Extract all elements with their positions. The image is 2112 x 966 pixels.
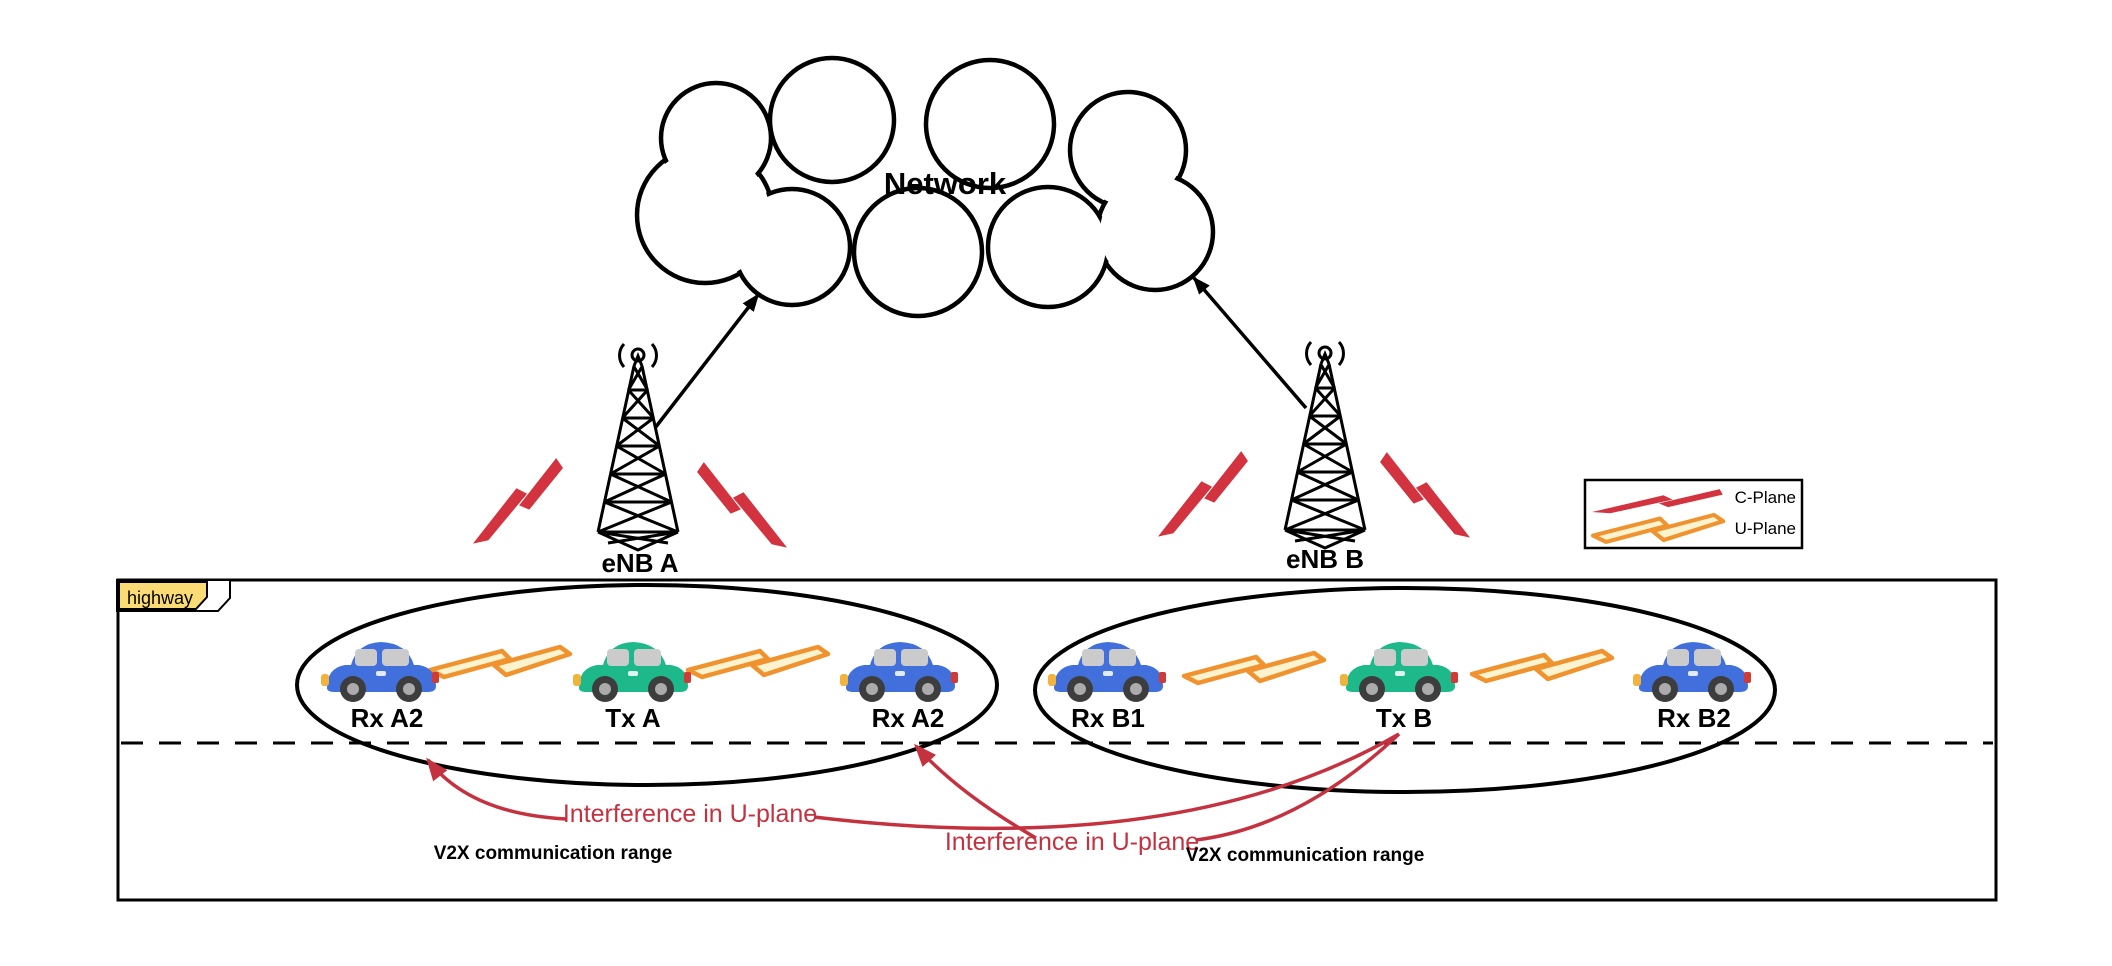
highway-tab xyxy=(118,581,208,610)
car-label-rx-a2-2: Rx A2 xyxy=(872,703,945,733)
legend-item-u-plane-label: U-Plane xyxy=(1735,519,1796,538)
backhaul-arrow-enb-a xyxy=(653,293,760,430)
interference-label-left: Interference in U-plane xyxy=(563,800,817,828)
v2x-range-ellipse-a xyxy=(295,583,999,787)
network-cloud: Network xyxy=(634,55,1216,319)
v2x-range-ellipse-b xyxy=(1033,586,1777,794)
network-label: Network xyxy=(884,166,1007,201)
interference-label-right: Interference in U-plane xyxy=(945,828,1199,856)
enb-b-label: eNB B xyxy=(1286,544,1364,574)
legend: C-Plane U-Plane xyxy=(1583,478,1804,550)
car-label-rx-b1: Rx B1 xyxy=(1071,703,1145,733)
interference-leader-from-tx-b-left xyxy=(813,732,1400,831)
interference-arrow-to-rx-a2-2 xyxy=(914,743,1037,840)
car-label-rx-a2-1: Rx A2 xyxy=(351,703,424,733)
vehicles: Rx A2 Tx A Rx A2 Rx B1 Tx B Rx B2 xyxy=(321,642,1751,733)
legend-item-c-plane-label: C-Plane xyxy=(1735,488,1796,507)
car-label-tx-b: Tx B xyxy=(1376,703,1432,733)
highway-tab-label: highway xyxy=(127,588,193,608)
interference-leaders xyxy=(426,732,1401,842)
base-station-enb-a: eNB A xyxy=(454,342,806,578)
car-label-rx-b2: Rx B2 xyxy=(1657,703,1731,733)
highway-area: highway xyxy=(116,578,1998,902)
interference-leader-from-tx-b-right xyxy=(1195,732,1401,842)
car-label-tx-a: Tx A xyxy=(605,703,661,733)
interference-arrow-to-rx-a2-1 xyxy=(426,757,567,821)
v2x-range-label-left: V2X communication range xyxy=(434,843,673,864)
v2x-range-label-right: V2X communication range xyxy=(1186,845,1425,866)
highway-box xyxy=(116,578,1998,902)
enb-a-label: eNB A xyxy=(601,548,678,578)
base-station-enb-b: eNB B xyxy=(1139,340,1489,574)
backhaul-arrow-enb-b xyxy=(1192,276,1308,410)
